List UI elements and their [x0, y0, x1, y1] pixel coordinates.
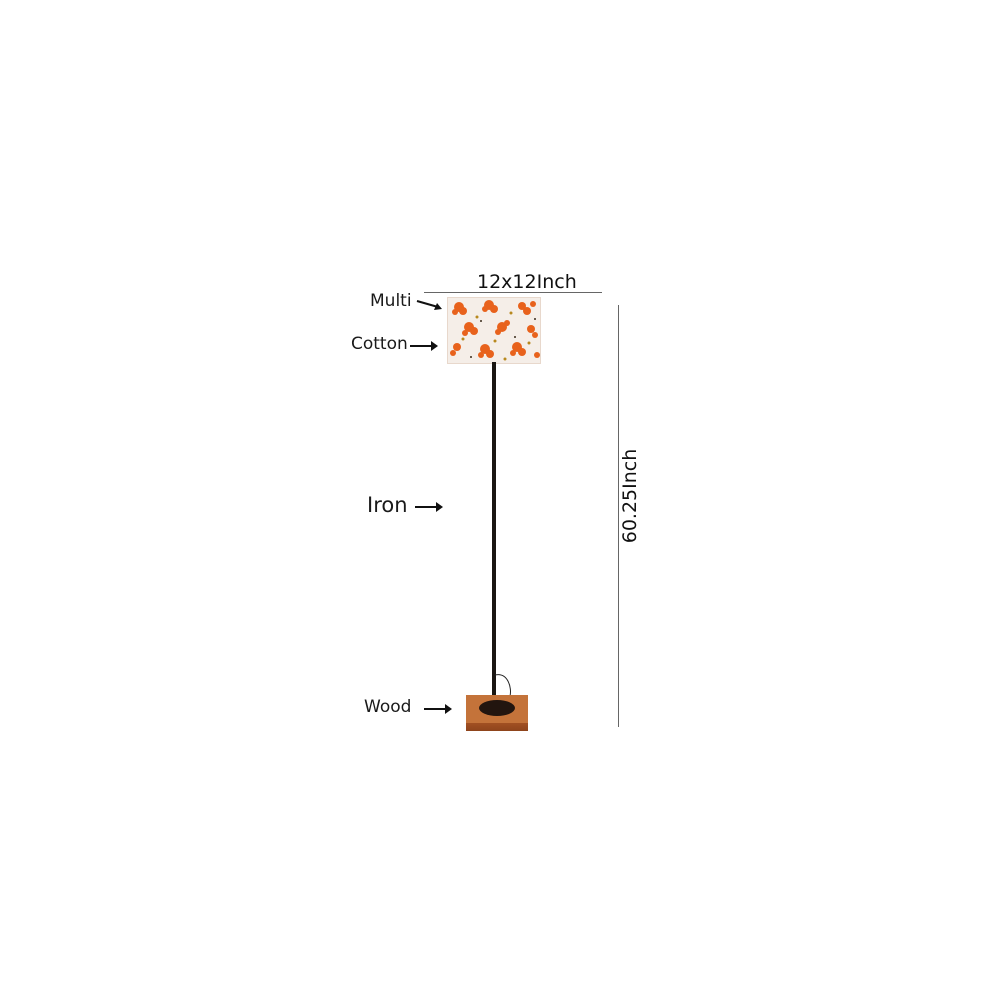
lamp-shade-floral — [447, 297, 541, 364]
material-label-cotton: Cotton — [351, 334, 408, 354]
height-dimension-line — [618, 305, 619, 727]
floral-pattern-icon — [450, 300, 540, 361]
arrow-icon — [410, 341, 438, 351]
lamp-pole-iron — [492, 362, 496, 710]
width-dimension-label: 12x12Inch — [477, 271, 577, 293]
height-dimension-label: 60.25Inch — [619, 448, 641, 544]
material-label-wood: Wood — [364, 697, 412, 717]
arrow-icon — [415, 502, 443, 512]
arrow-icon — [416, 300, 442, 310]
material-label-multi: Multi — [370, 291, 412, 311]
material-label-iron: Iron — [367, 493, 408, 517]
width-dimension-line — [424, 292, 602, 293]
lamp-base-ring — [479, 700, 515, 716]
arrow-icon — [424, 704, 452, 714]
